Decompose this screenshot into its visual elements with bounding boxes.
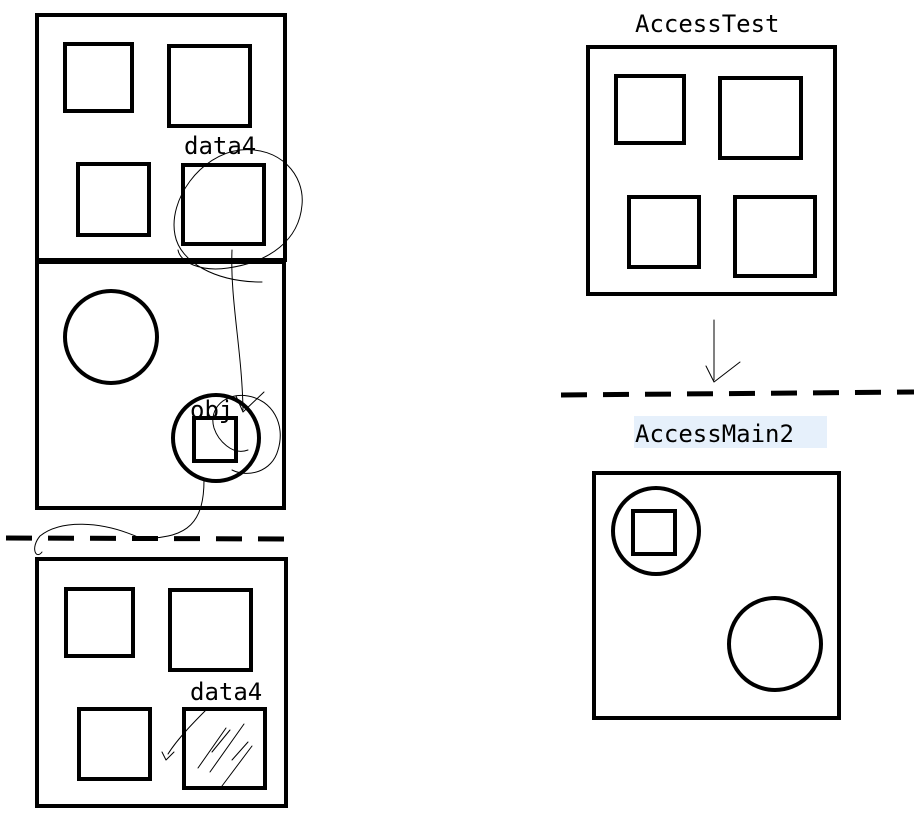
left-top-square-1 — [63, 42, 134, 113]
left-middle-object: obj — [35, 260, 286, 510]
data4-to-obj-arrow — [231, 249, 244, 411]
left-top-object: data4 — [35, 13, 287, 262]
access-main2-highlight — [634, 416, 827, 448]
left-bottom-square-1 — [64, 587, 135, 658]
access-test-title: AccessTest — [635, 10, 780, 38]
left-top-square-data4 — [181, 163, 266, 246]
right-top-object — [586, 45, 837, 296]
left-bottom-hatch — [197, 723, 253, 787]
right-bottom-obj-circle — [611, 486, 701, 576]
left-top-data4-label: data4 — [184, 132, 256, 160]
right-top-square-3 — [627, 195, 701, 269]
right-top-frame — [586, 45, 837, 296]
left-middle-obj-square — [192, 416, 238, 463]
right-down-arrow — [705, 319, 741, 383]
left-bottom-object: data4 — [35, 557, 288, 808]
data4-loop-stroke — [173, 149, 303, 283]
obj-loop-stroke — [212, 394, 281, 474]
left-bottom-square-3 — [77, 707, 152, 781]
left-bottom-square-2 — [168, 588, 253, 672]
left-middle-frame — [35, 260, 286, 510]
left-bottom-pointer — [161, 707, 209, 761]
right-bottom-circle — [727, 596, 823, 692]
left-bottom-data4-label: data4 — [190, 678, 262, 706]
access-main2-title: AccessMain2 — [635, 420, 794, 448]
left-dashed-divider — [5, 535, 293, 542]
right-top-square-1 — [614, 74, 686, 145]
left-middle-circle — [63, 289, 159, 385]
left-middle-obj-label: obj — [190, 396, 233, 424]
left-bottom-square-data4 — [182, 707, 267, 790]
right-bottom-obj-square — [631, 509, 677, 556]
right-dashed-divider — [560, 389, 914, 398]
right-top-square-4 — [733, 195, 817, 278]
left-top-square-3 — [76, 162, 151, 237]
right-bottom-frame — [592, 471, 841, 720]
left-bottom-frame — [35, 557, 288, 808]
left-middle-obj-circle — [171, 393, 261, 483]
right-bottom-object — [592, 471, 841, 720]
obj-to-divider-stroke — [34, 479, 205, 556]
right-top-square-2 — [718, 76, 803, 160]
left-top-square-2 — [167, 44, 252, 128]
